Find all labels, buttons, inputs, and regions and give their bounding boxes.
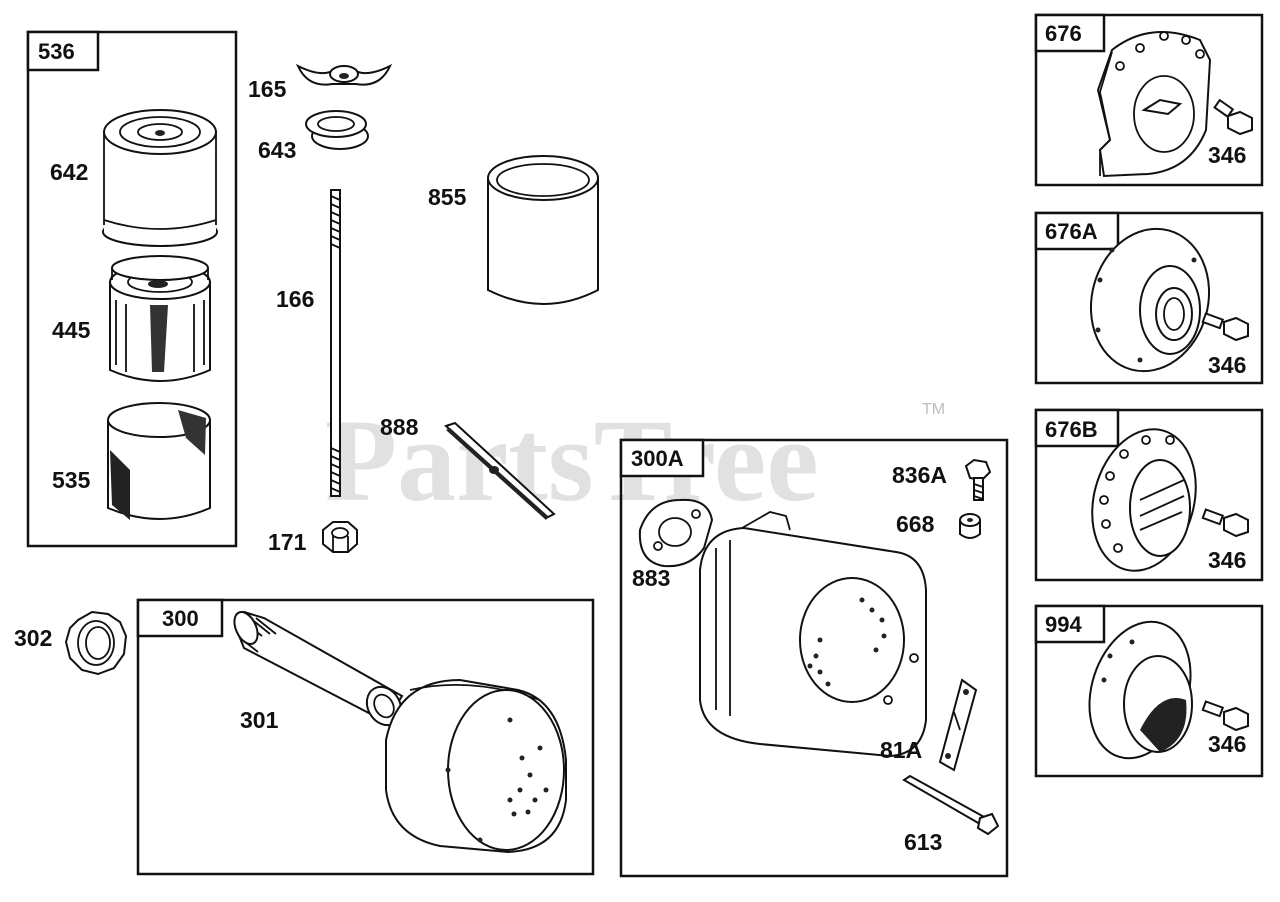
- part-643-washer[interactable]: [305, 110, 369, 150]
- part-642-cover[interactable]: [102, 109, 218, 247]
- part-81a-lockplate[interactable]: [938, 678, 978, 772]
- label-301: 301: [240, 707, 279, 733]
- part-302-locknut[interactable]: [64, 610, 128, 676]
- label-346-676b: 346: [1208, 547, 1246, 573]
- part-994-guard[interactable]: [1073, 609, 1208, 772]
- kit-676a-frame: 676A: [1034, 211, 1264, 385]
- part-300a-muffler[interactable]: [699, 511, 927, 758]
- part-883-gasket[interactable]: [638, 498, 714, 568]
- label-166: 166: [276, 286, 314, 312]
- kit-676b-label: 676B: [1045, 417, 1098, 442]
- label-346-994: 346: [1208, 731, 1246, 757]
- label-668: 668: [896, 511, 935, 537]
- part-445-filter[interactable]: [109, 255, 211, 382]
- part-346-screw-676[interactable]: [1213, 98, 1253, 136]
- part-301-pipe[interactable]: [230, 608, 408, 731]
- part-668-spacer[interactable]: [959, 513, 981, 539]
- label-642: 642: [50, 159, 88, 185]
- label-888: 888: [380, 414, 419, 440]
- label-836a: 836A: [892, 462, 947, 488]
- label-346-676: 346: [1208, 142, 1246, 168]
- kit-994-label: 994: [1045, 612, 1082, 637]
- label-883: 883: [632, 565, 670, 591]
- part-346-screw-676a[interactable]: [1201, 312, 1249, 342]
- label-535: 535: [52, 467, 91, 493]
- part-676a-guard[interactable]: [1075, 215, 1224, 384]
- watermark-trademark: TM: [922, 401, 945, 418]
- kit-300a-frame: 300A: [619, 438, 1009, 878]
- part-166-stud[interactable]: [330, 189, 341, 497]
- kit-676b-frame: 676B: [1034, 408, 1264, 582]
- label-302: 302: [14, 625, 52, 651]
- kit-676a-label: 676A: [1045, 219, 1098, 244]
- part-855-tube[interactable]: [487, 155, 599, 305]
- part-613-bolt[interactable]: [902, 774, 1000, 836]
- label-165: 165: [248, 76, 287, 102]
- kit-676-label: 676: [1045, 21, 1082, 46]
- kit-300a-label: 300A: [631, 446, 684, 471]
- part-676-guard[interactable]: [1096, 31, 1212, 178]
- label-855: 855: [428, 184, 467, 210]
- kit-676-frame: 676: [1034, 13, 1264, 187]
- label-346-676a: 346: [1208, 352, 1246, 378]
- label-613: 613: [904, 829, 942, 855]
- kit-536-frame: 536: [26, 30, 238, 548]
- part-836a-screw[interactable]: [964, 458, 992, 501]
- part-346-screw-994[interactable]: [1201, 700, 1249, 732]
- kit-994-frame: 994: [1034, 604, 1264, 778]
- kit-300-label: 300: [162, 606, 199, 631]
- part-300-muffler[interactable]: [385, 678, 567, 854]
- kit-300-frame: 300: [136, 598, 595, 876]
- part-165-wing-nut[interactable]: [295, 63, 393, 86]
- watermark: PartsTree: [325, 395, 819, 526]
- part-535-precleaner[interactable]: [107, 402, 211, 520]
- part-346-screw-676b[interactable]: [1201, 508, 1249, 538]
- label-171: 171: [268, 529, 307, 555]
- kit-536-label: 536: [38, 39, 75, 64]
- part-888-plate[interactable]: [444, 421, 556, 520]
- part-676b-guard[interactable]: [1077, 418, 1211, 583]
- label-81a: 81A: [880, 737, 922, 763]
- label-445: 445: [52, 317, 91, 343]
- label-643: 643: [258, 137, 296, 163]
- part-171-nut[interactable]: [322, 521, 358, 553]
